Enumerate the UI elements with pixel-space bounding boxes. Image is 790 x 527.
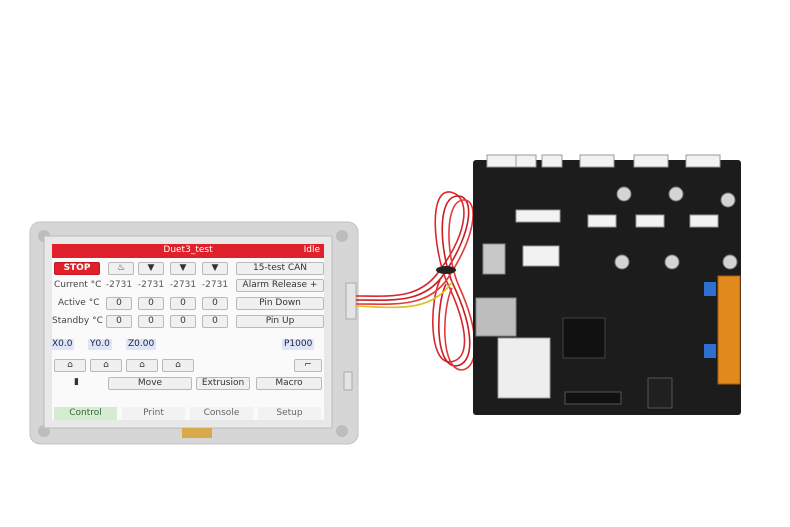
- current-temp-value: -2731: [105, 280, 133, 290]
- connector-row: [579, 154, 615, 168]
- mainboard: [473, 154, 741, 415]
- side-header: [343, 371, 353, 391]
- wire: [355, 199, 476, 371]
- speed-factor: P1000: [282, 339, 315, 350]
- bed-compensation-button[interactable]: ⌐: [294, 359, 322, 372]
- title-bar: Duet3_test Idle: [52, 244, 324, 258]
- tab-print[interactable]: Print: [122, 407, 185, 420]
- usb-port: [482, 243, 506, 275]
- active-temp-label: Active °C: [58, 298, 100, 308]
- active-temp-field[interactable]: 0: [138, 297, 164, 310]
- active-temp-field[interactable]: 0: [202, 297, 228, 310]
- tool-3-button[interactable]: ▼: [202, 262, 228, 275]
- connector-row: [486, 154, 518, 168]
- capacitor: [668, 186, 684, 202]
- standby-temp-label: Standby °C: [52, 316, 103, 326]
- blue-jumper: [704, 282, 716, 296]
- standby-temp-field[interactable]: 0: [106, 315, 132, 328]
- home-all-button[interactable]: ⌂: [54, 359, 86, 372]
- connector-block: [497, 337, 551, 399]
- connector-row: [635, 214, 665, 228]
- tab-console[interactable]: Console: [190, 407, 253, 420]
- capacitor: [664, 254, 680, 270]
- ethernet-jack: [647, 377, 673, 409]
- tab-control[interactable]: Control: [54, 407, 117, 420]
- machine-status: Idle: [303, 245, 320, 255]
- machine-name: Duet3_test: [163, 245, 213, 255]
- tool-2-button[interactable]: ▼: [170, 262, 196, 275]
- probe-icon: ⌐: [304, 360, 312, 370]
- ffc-cable: [182, 428, 212, 438]
- pin-down-button[interactable]: Pin Down: [236, 297, 324, 310]
- home-y-button[interactable]: ⌂: [126, 359, 158, 372]
- home-x-button[interactable]: ⌂: [90, 359, 122, 372]
- stop-button[interactable]: STOP: [54, 262, 100, 275]
- move-button[interactable]: Move: [108, 377, 192, 390]
- touch-screen: Duet3_test Idle STOP ♨ ▼ ▼ ▼ 15-test CAN…: [52, 244, 324, 420]
- home-icon: ⌂: [175, 360, 181, 370]
- sd-card-icon[interactable]: ▮: [74, 377, 79, 387]
- standby-temp-field[interactable]: 0: [202, 315, 228, 328]
- nozzle-icon: ▼: [179, 263, 187, 273]
- wire: [355, 281, 453, 309]
- connector-row: [685, 154, 721, 168]
- z-position: Z0.00: [126, 339, 157, 350]
- heater-icon: ♨: [116, 263, 126, 273]
- home-z-button[interactable]: ⌂: [162, 359, 194, 372]
- current-temp-label: Current °C: [54, 280, 102, 290]
- capacitor: [616, 186, 632, 202]
- blue-jumper: [704, 344, 716, 358]
- pin-header: [564, 391, 622, 405]
- active-temp-field[interactable]: 0: [106, 297, 132, 310]
- sd-socket: [475, 297, 517, 337]
- connector-row: [515, 154, 537, 168]
- connector-row: [689, 214, 719, 228]
- mount-hole: [336, 425, 348, 437]
- tool-1-button[interactable]: ▼: [138, 262, 164, 275]
- active-temp-field[interactable]: 0: [170, 297, 196, 310]
- current-temp-value: -2731: [169, 280, 197, 290]
- home-icon: ⌂: [67, 360, 73, 370]
- connector-row: [515, 209, 561, 223]
- bed-heater-button[interactable]: ♨: [108, 262, 134, 275]
- home-icon: ⌂: [139, 360, 145, 370]
- y-position: Y0.0: [88, 339, 112, 350]
- nozzle-icon: ▼: [147, 263, 155, 273]
- nozzle-icon: ▼: [211, 263, 219, 273]
- wire: [355, 191, 466, 363]
- power-terminal: [717, 275, 741, 385]
- capacitor: [722, 254, 738, 270]
- mount-hole: [336, 230, 348, 242]
- mcu-chip: [562, 317, 606, 359]
- standby-temp-field[interactable]: 0: [138, 315, 164, 328]
- x-position: X0.0: [52, 339, 75, 350]
- tab-setup[interactable]: Setup: [258, 407, 321, 420]
- home-icon: ⌂: [103, 360, 109, 370]
- can-button[interactable]: 15-test CAN: [236, 262, 324, 275]
- macro-button[interactable]: Macro: [256, 377, 322, 390]
- wire: [355, 195, 471, 367]
- side-header: [345, 282, 357, 320]
- connector-row: [541, 154, 563, 168]
- extrusion-button[interactable]: Extrusion: [196, 377, 250, 390]
- alarm-release-button[interactable]: Alarm Release +: [236, 279, 324, 292]
- standby-temp-field[interactable]: 0: [170, 315, 196, 328]
- capacitor: [720, 192, 736, 208]
- current-temp-value: -2731: [137, 280, 165, 290]
- current-temp-value: -2731: [201, 280, 229, 290]
- pin-up-button[interactable]: Pin Up: [236, 315, 324, 328]
- connector-row: [587, 214, 617, 228]
- capacitor: [614, 254, 630, 270]
- cable-tie: [436, 266, 456, 274]
- connector-block: [522, 245, 560, 267]
- connector-row: [633, 154, 669, 168]
